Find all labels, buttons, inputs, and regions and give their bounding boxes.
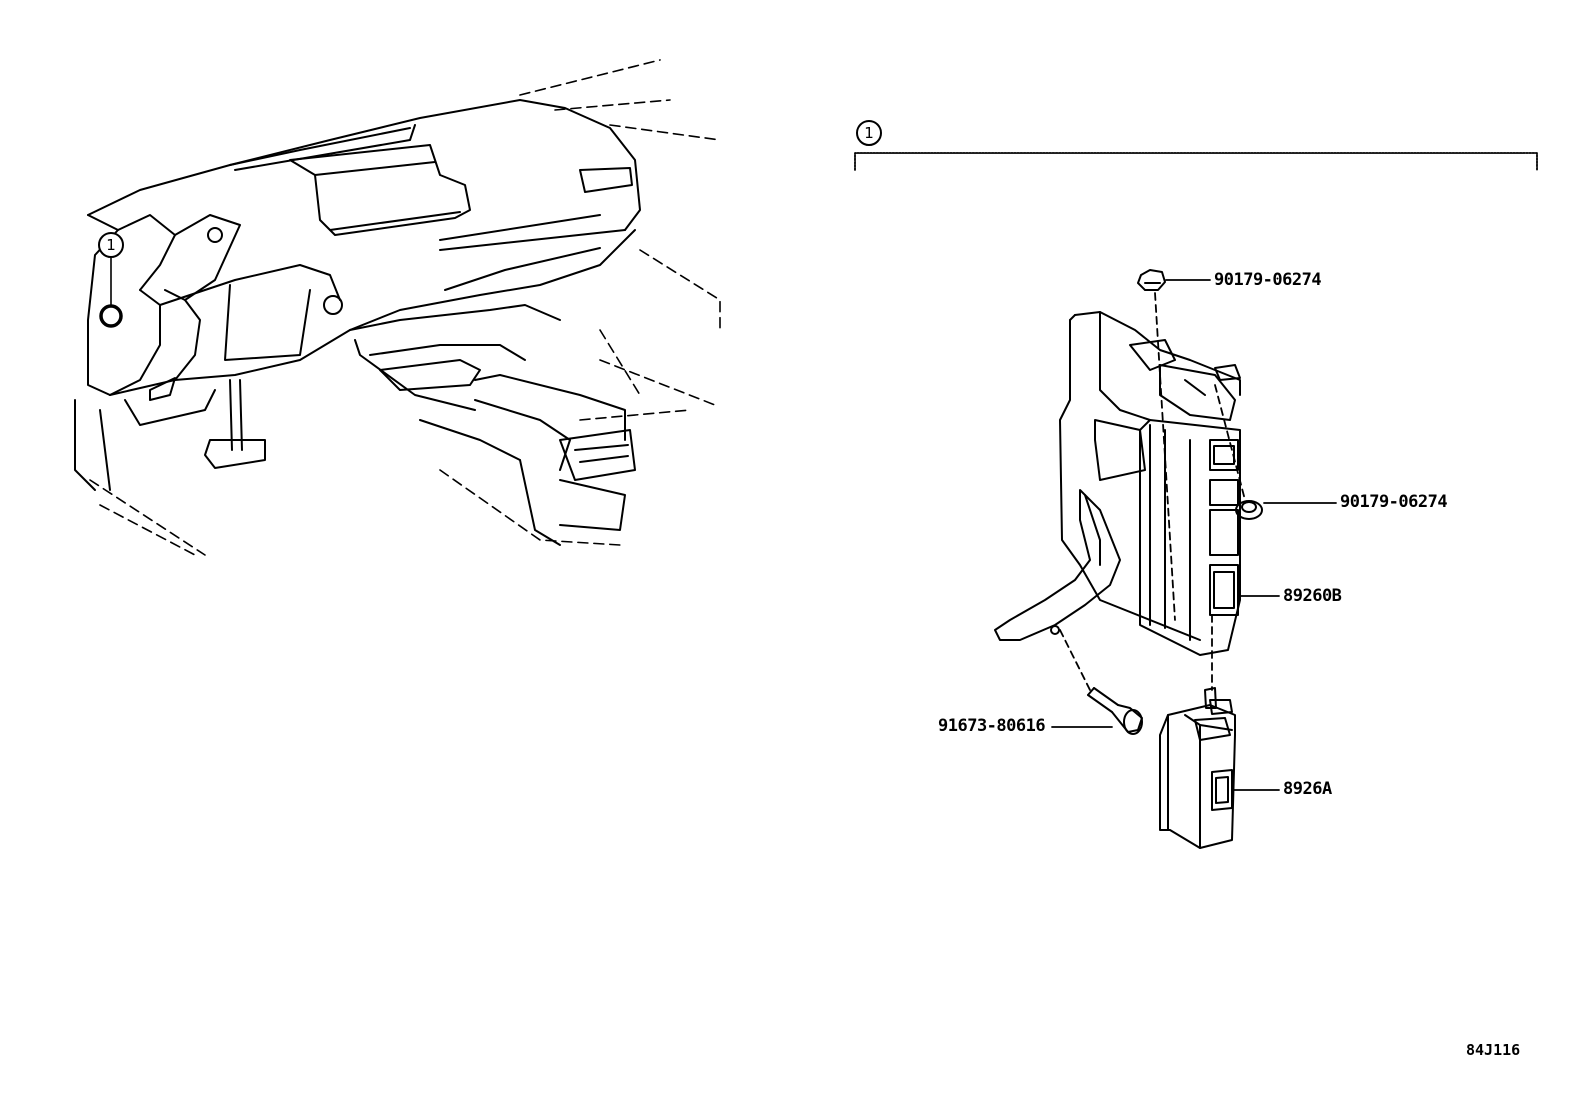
bolt-drawing	[1087, 687, 1143, 735]
part-label-nut-right: 90179-06274	[1340, 492, 1448, 512]
bracket-module-drawing	[994, 311, 1241, 656]
diagram-reference-code: 84J116	[1466, 1041, 1521, 1059]
bracket-callout: 1	[856, 120, 882, 146]
part-label-bracket-module: 89260B	[1283, 586, 1342, 606]
dashboard-callout: 1	[98, 232, 124, 258]
part-label-nut-top: 90179-06274	[1214, 270, 1322, 290]
part-label-sub-module: 8926A	[1283, 779, 1332, 799]
nut-top-drawing	[1137, 269, 1166, 291]
sub-module-drawing	[1159, 687, 1236, 849]
dashboard-illustration	[74, 59, 721, 556]
assembly-bracket-line	[854, 152, 1538, 171]
leader-lines	[1051, 279, 1337, 791]
part-label-bolt: 91673-80616	[938, 716, 1046, 736]
nut-right-drawing	[1235, 500, 1263, 520]
assembly-guides	[1059, 292, 1246, 691]
